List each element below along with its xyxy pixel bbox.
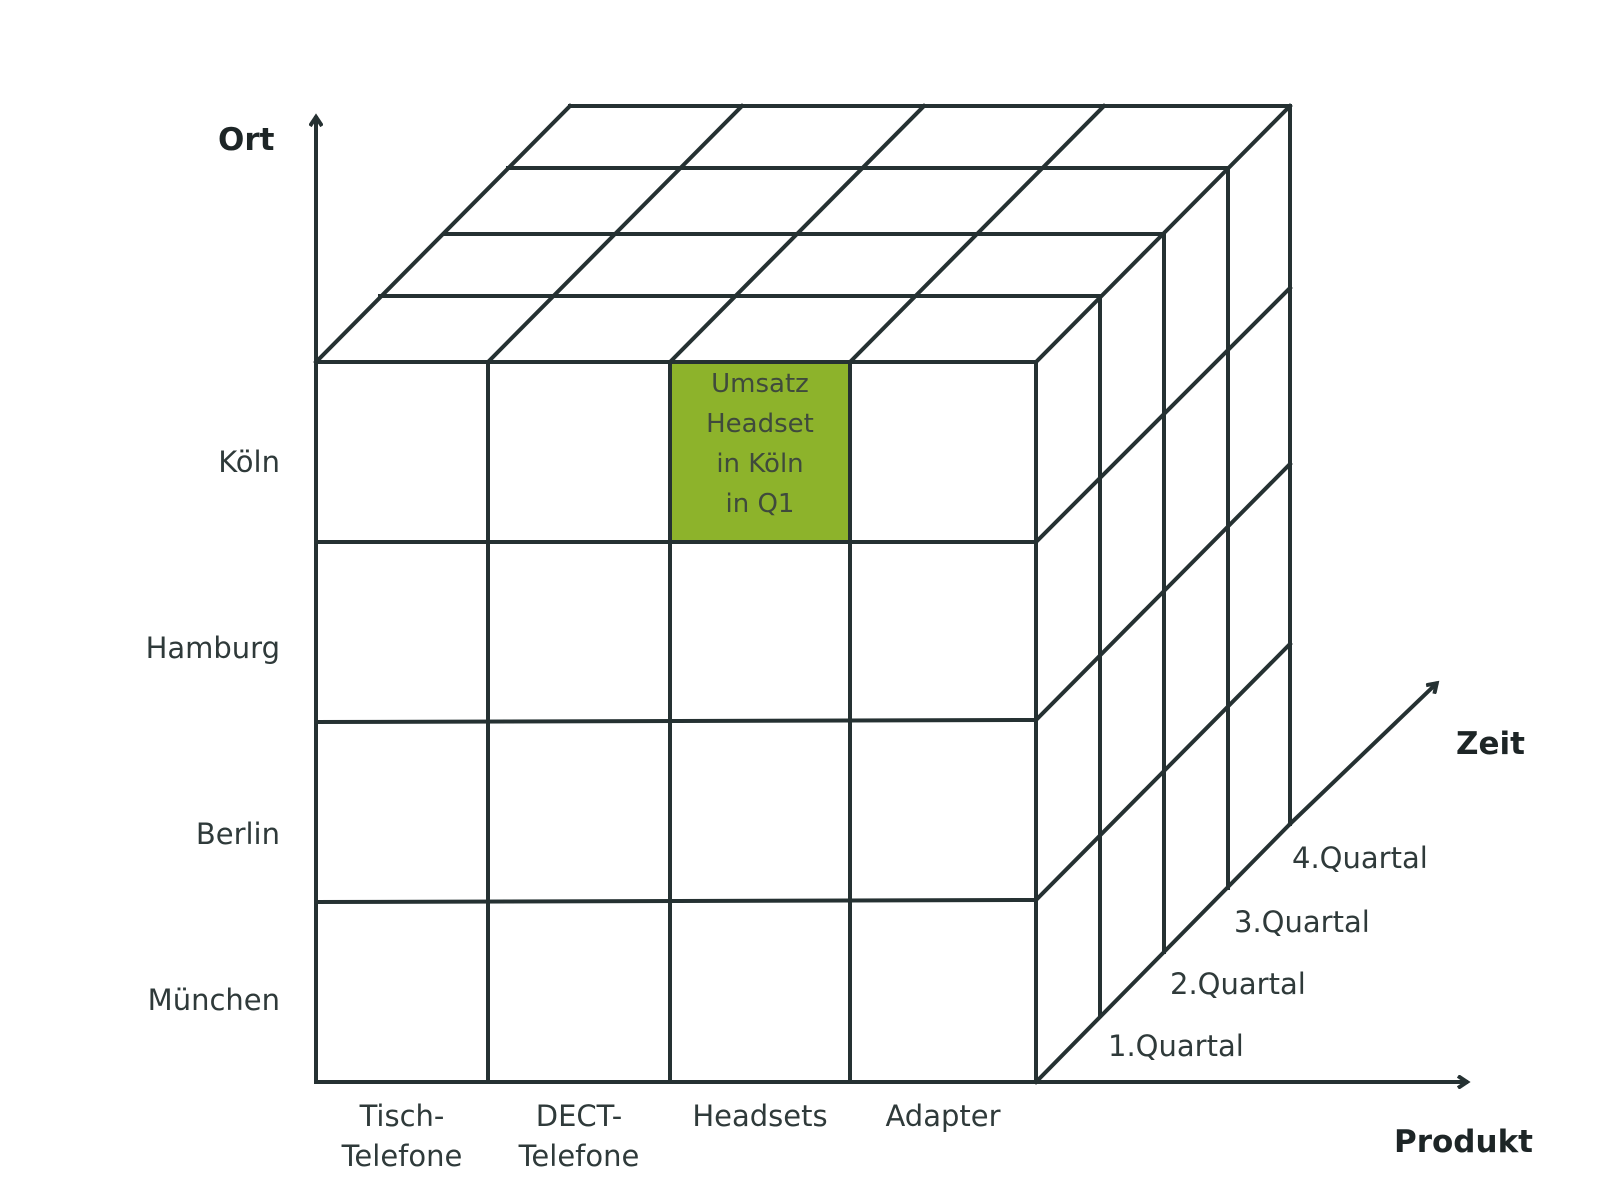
product-label-line: Adapter [885, 1099, 1001, 1133]
product-label-line: Headsets [692, 1099, 828, 1133]
produkt-axis-title: Produkt [1394, 1124, 1534, 1160]
highlight-line: in Q1 [725, 489, 795, 519]
location-label: Köln [218, 445, 280, 479]
product-label: Headsets [670, 1096, 850, 1136]
product-label-line: DECT- [535, 1099, 623, 1133]
location-label: München [147, 983, 280, 1017]
top-face-grid [313, 103, 1293, 365]
highlight-line: in Köln [716, 449, 804, 479]
zeit-axis-arrow [1287, 684, 1436, 827]
quarter-label: 3.Quartal [1234, 905, 1370, 939]
product-label-line: Telefone [518, 1139, 640, 1173]
highlight-line: Headset [706, 409, 814, 439]
highlight-line: Umsatz [711, 369, 809, 399]
quarter-label: 2.Quartal [1170, 967, 1306, 1001]
ort-axis-title: Ort [218, 122, 275, 158]
side-face-grid [1033, 104, 1293, 1085]
quarter-label: 1.Quartal [1108, 1029, 1244, 1063]
product-label: Tisch- Telefone [316, 1096, 488, 1176]
highlight-cell-label: Umsatz Headset in Köln in Q1 [670, 364, 850, 524]
zeit-axis-title: Zeit [1456, 726, 1525, 762]
product-label-line: Tisch- [359, 1099, 445, 1133]
product-label-line: Telefone [341, 1139, 463, 1173]
product-label: DECT- Telefone [488, 1096, 670, 1176]
quarter-label: 4.Quartal [1292, 841, 1428, 875]
highlight-cell [670, 362, 850, 542]
product-label: Adapter [850, 1096, 1036, 1136]
location-label: Berlin [195, 817, 280, 851]
location-label: Hamburg [145, 631, 280, 665]
